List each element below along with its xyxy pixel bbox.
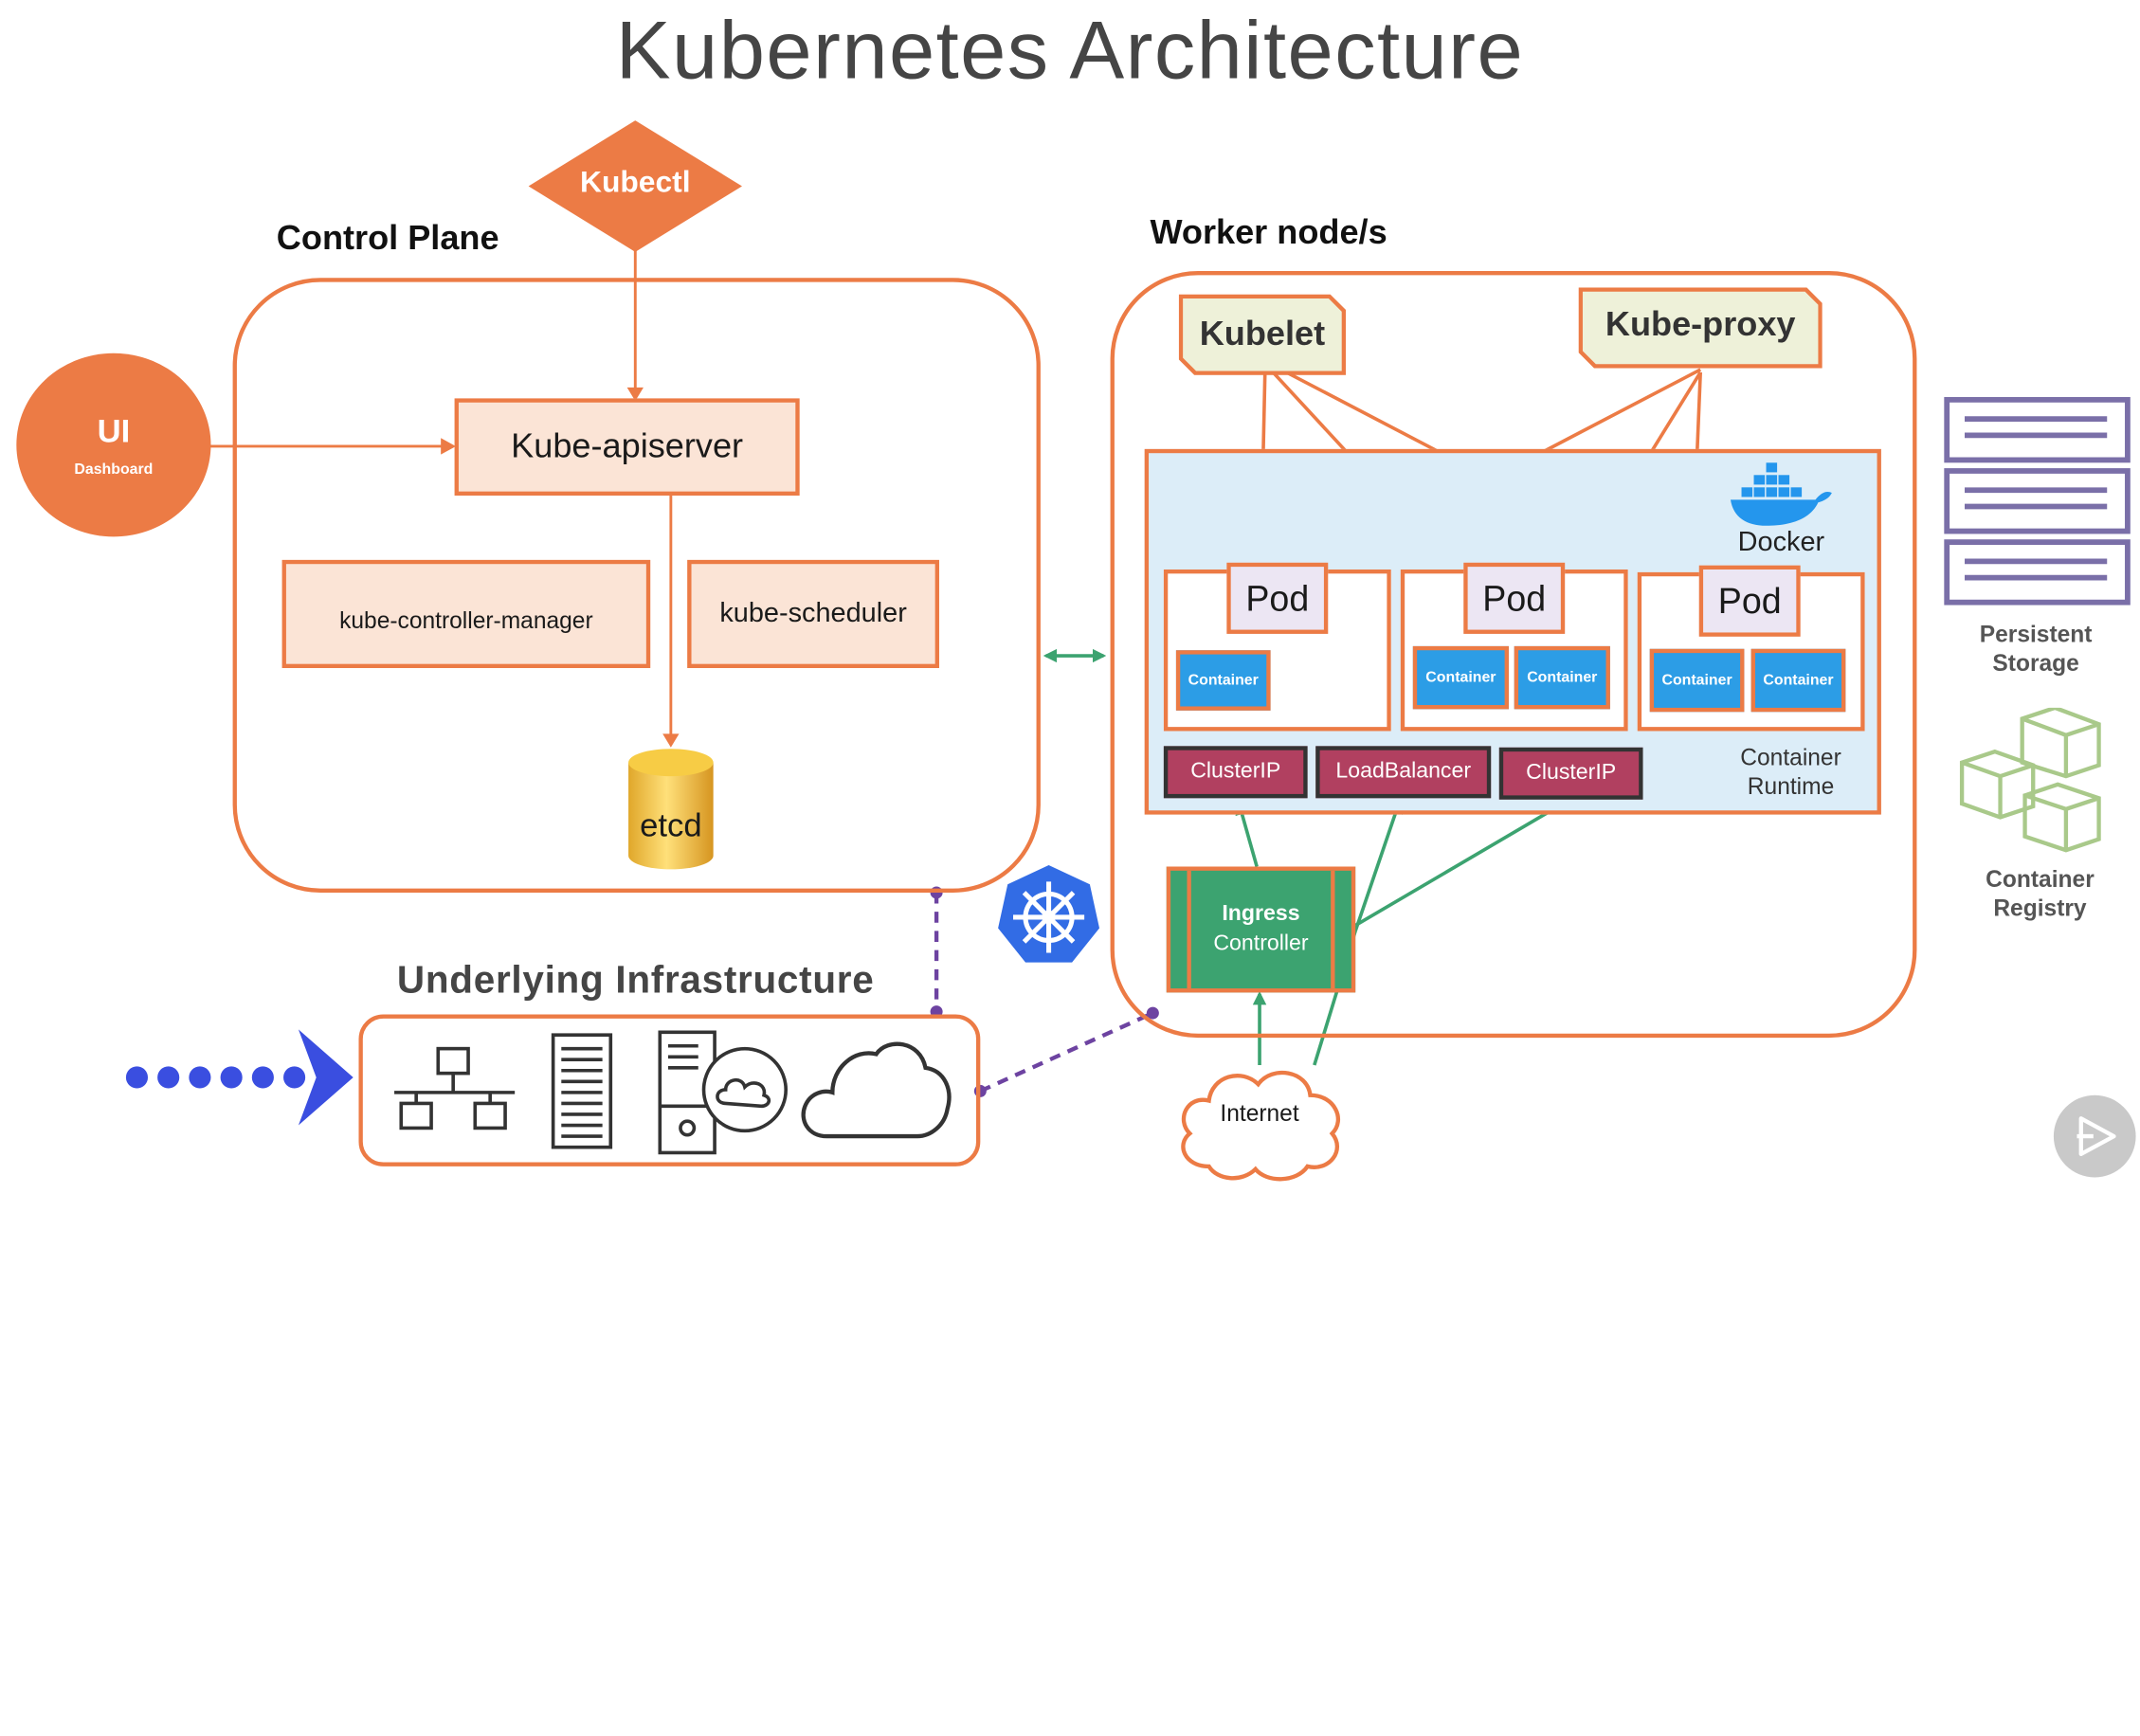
kubectl-label: Kubectl [580, 164, 691, 199]
service-clusterip-1: ClusterIP [1163, 746, 1308, 799]
ingress-controller-box: Ingress Controller [1166, 866, 1356, 993]
play-button[interactable] [2053, 1094, 2136, 1178]
ingress-to-svc2 [1353, 799, 1403, 931]
control-plane-label: Control Plane [276, 219, 499, 258]
cloud-server-icon [658, 1030, 789, 1155]
kube-apiserver-box: Kube-apiserver [454, 398, 800, 496]
ui-title: UI [97, 413, 131, 451]
ui-subtitle: Dashboard [74, 461, 154, 479]
container-runtime-label: Container Runtime [1714, 743, 1868, 801]
container-5: Container [1750, 648, 1846, 713]
service-clusterip-2: ClusterIP [1498, 747, 1643, 800]
kubernetes-wheel-icon [998, 865, 1100, 963]
server-rack-icon [551, 1033, 613, 1149]
control-plane-panel [232, 278, 1041, 893]
infrastructure-panel [358, 1014, 981, 1166]
incoming-traffic-arrow [125, 1029, 354, 1126]
cloud-icon [801, 1041, 952, 1139]
internet-cloud-icon [1181, 1070, 1340, 1182]
network-icon [394, 1046, 516, 1130]
docker-whale-icon [1730, 462, 1832, 526]
container-registry-line1: Container [1986, 866, 2095, 893]
container-runtime-line2: Runtime [1747, 773, 1835, 800]
container-registry-icon [1959, 707, 2101, 853]
docker-label: Docker [1737, 527, 1825, 557]
worker-nodes-label: Worker node/s [1150, 213, 1387, 252]
pod-label-1: Pod [1226, 562, 1329, 634]
page-title: Kubernetes Architecture [615, 4, 1525, 97]
persistent-storage-label: Persistent Storage [1944, 620, 2128, 678]
internet-label: Internet [1220, 1100, 1299, 1127]
etcd-label: etcd [640, 807, 702, 845]
ingress-line1: Ingress [1222, 902, 1300, 926]
ingress-line2: Controller [1213, 931, 1309, 956]
persistent-storage-icon [1944, 396, 2131, 606]
pod-label-2: Pod [1463, 562, 1566, 634]
ui-dashboard-node: UI Dashboard [16, 353, 211, 537]
worker-node-panel [1110, 271, 1917, 1039]
kube-scheduler-box: kube-scheduler [687, 559, 939, 669]
persistent-storage-line1: Persistent [1979, 621, 2093, 648]
kube-proxy-tag-shape [1578, 287, 1823, 369]
etcd-database-icon [628, 749, 714, 870]
infrastructure-label: Underlying Infrastructure [396, 958, 875, 1002]
kubelet-tag-shape [1178, 294, 1347, 375]
container-registry-label: Container Registry [1947, 865, 2132, 923]
persistent-storage-line2: Storage [1992, 650, 2079, 677]
container-runtime-line1: Container [1740, 744, 1841, 771]
pod-label-3: Pod [1698, 565, 1801, 637]
ingress-to-svc3 [1354, 799, 1570, 928]
kubectl-diamond [528, 120, 742, 252]
worker-infra-dashed-link [979, 1011, 1154, 1094]
container-4: Container [1649, 648, 1745, 713]
kube-proxy-label: Kube-proxy [1605, 305, 1796, 344]
kube-controller-manager-box: kube-controller-manager [281, 559, 651, 669]
container-registry-line2: Registry [1993, 895, 2087, 922]
container-1: Container [1175, 650, 1271, 711]
container-3: Container [1514, 645, 1610, 710]
kubelet-label: Kubelet [1199, 315, 1326, 353]
service-loadbalancer: LoadBalancer [1315, 746, 1492, 799]
play-icon [2077, 1116, 2116, 1157]
container-2: Container [1412, 645, 1509, 710]
